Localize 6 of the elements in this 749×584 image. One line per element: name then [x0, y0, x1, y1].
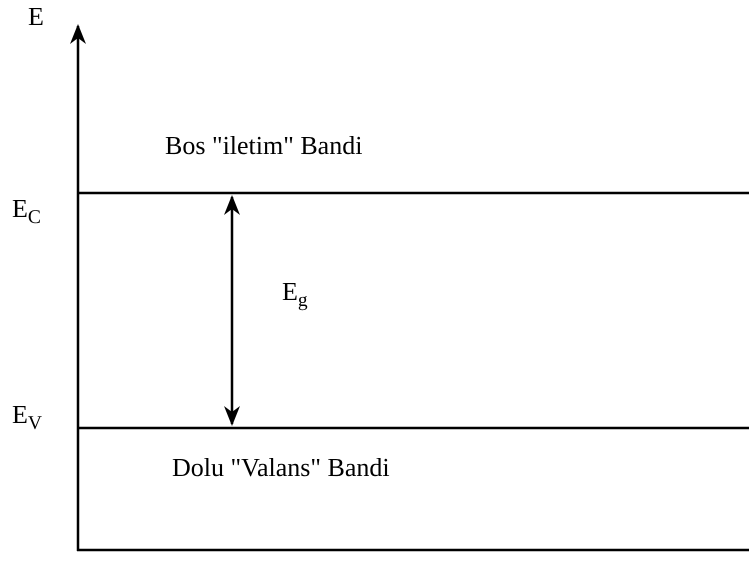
axis-label: E — [28, 4, 44, 30]
gap-label: E$_{g}$ — [282, 279, 308, 311]
energy-level-label: E$_{C}$ — [12, 196, 41, 228]
energy-level-label: E$_{V}$ — [12, 402, 42, 434]
band-label: Dolu "Valans" Bandi — [172, 455, 390, 481]
band-label: Bos "iletim" Bandi — [165, 133, 362, 159]
